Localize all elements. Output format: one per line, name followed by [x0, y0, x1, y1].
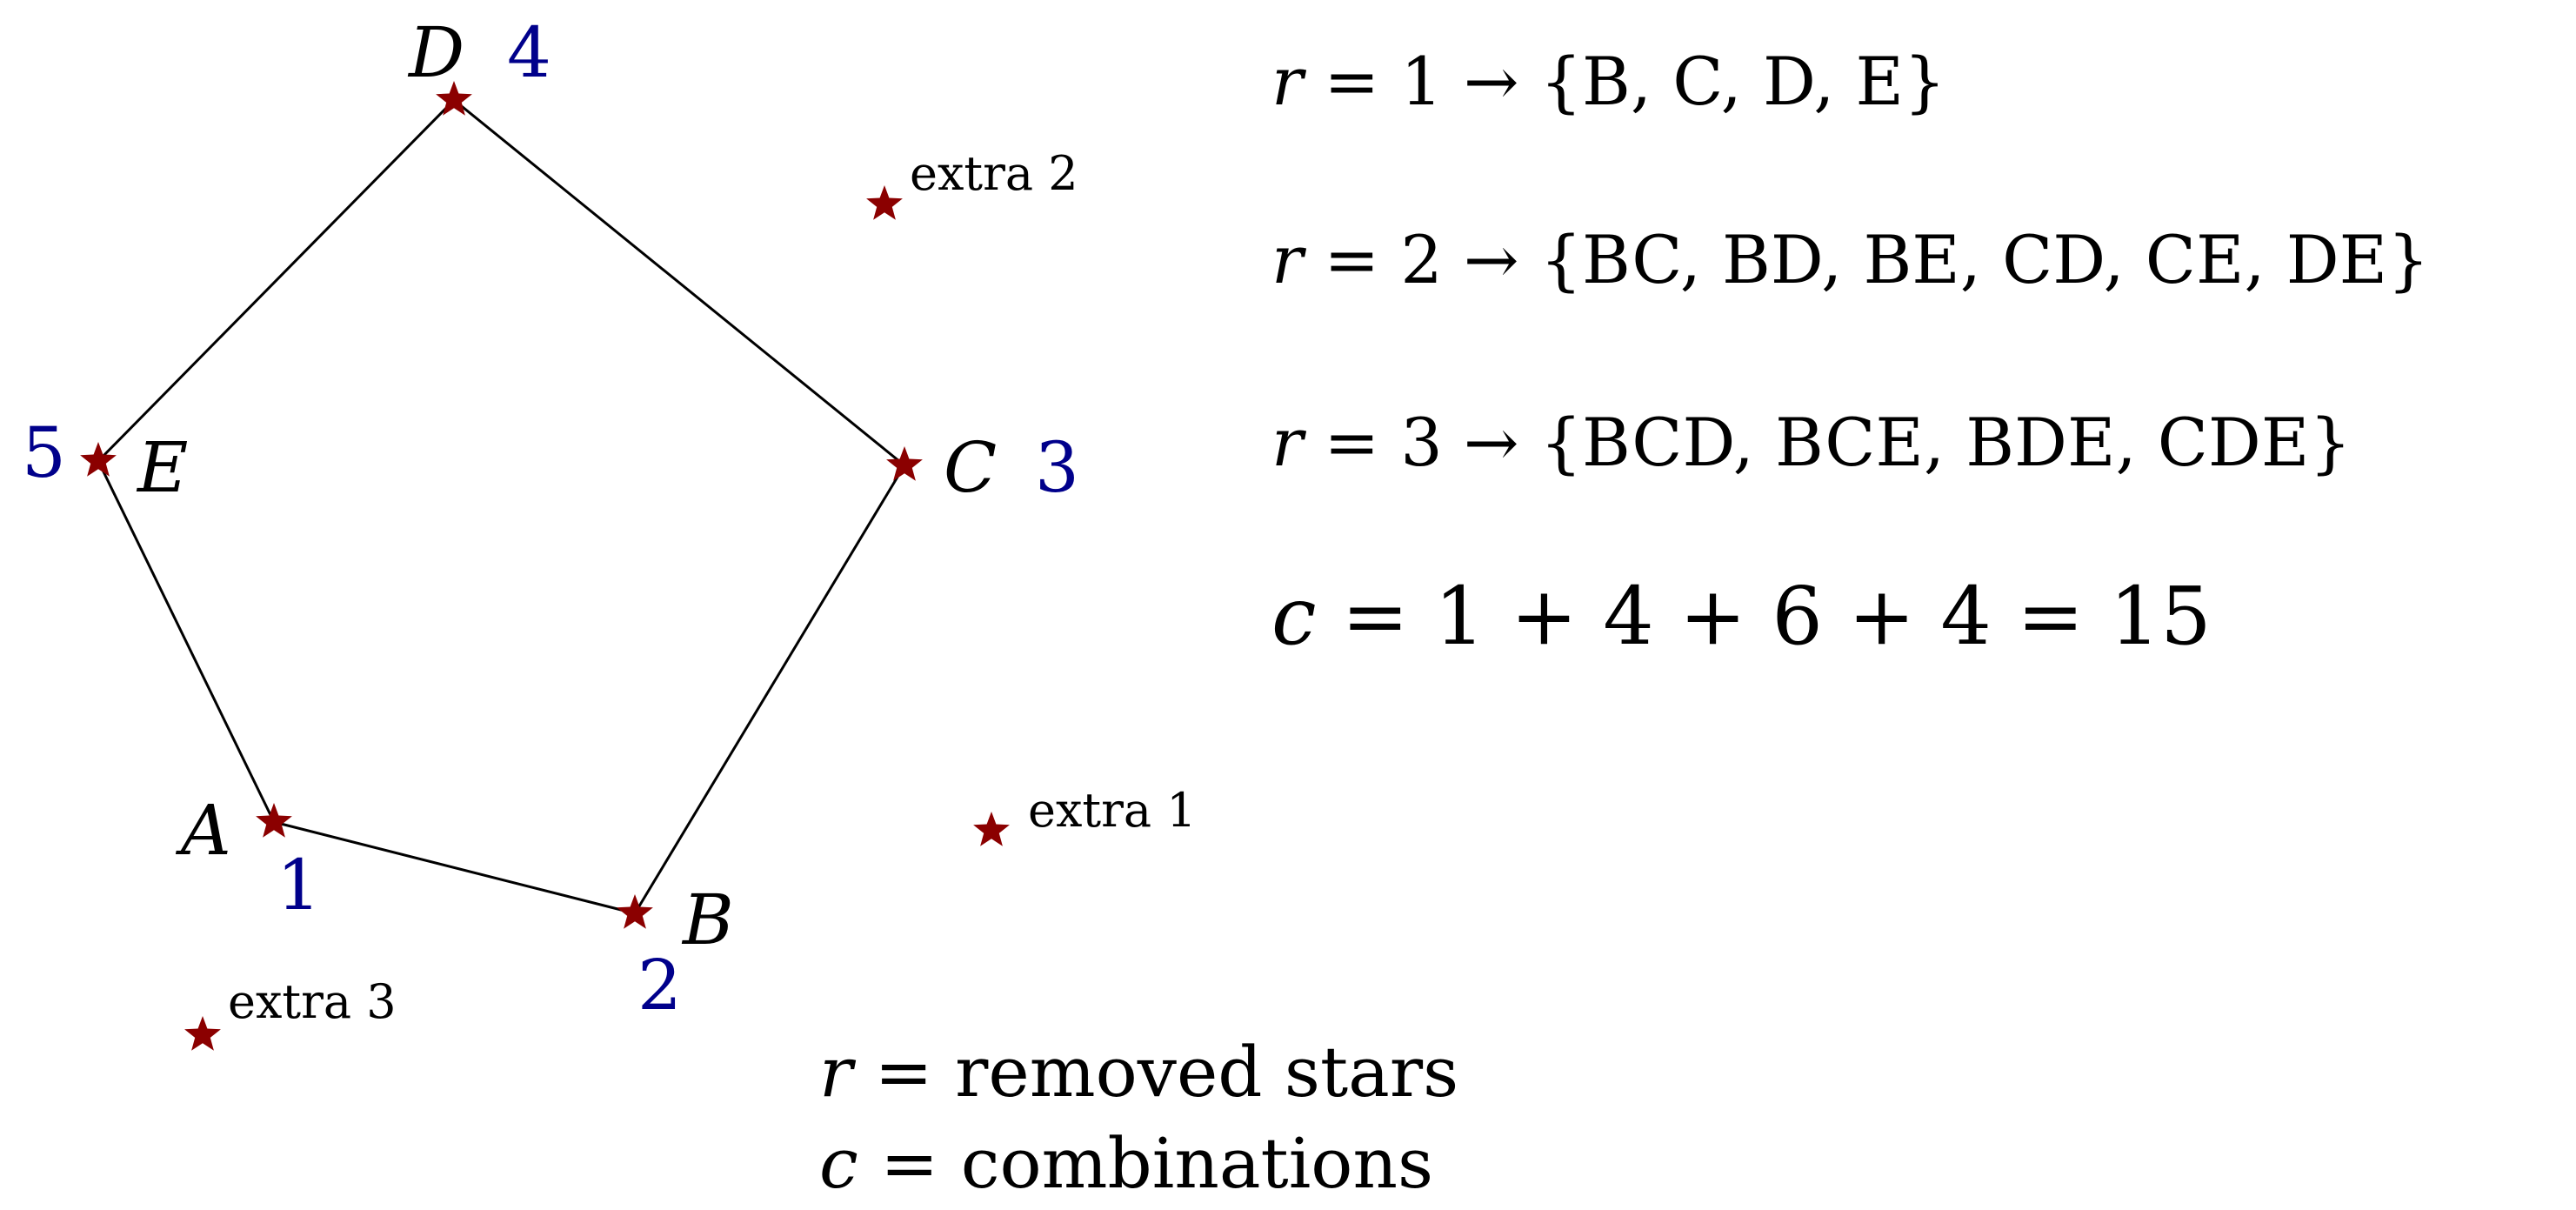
vertex-number-3: 3 — [1035, 427, 1079, 508]
vertex-number-5: 5 — [22, 412, 66, 493]
vertex-number-2: 2 — [637, 945, 682, 1026]
vertex-number-4: 4 — [507, 12, 551, 93]
edge-a-b — [273, 820, 636, 915]
vertex-label-e: E — [136, 427, 188, 508]
equation-r2: r = 2 → {BC, BD, BE, CD, CE, DE} — [1271, 221, 2430, 298]
star-markers — [80, 81, 1010, 1051]
star-a-icon — [256, 803, 292, 838]
edge-b-c — [633, 465, 906, 914]
extra-label-3: extra 3 — [228, 974, 397, 1029]
extra-label-2: extra 2 — [910, 146, 1078, 201]
star-extra-2-icon — [866, 185, 903, 220]
edge-d-e — [97, 98, 456, 463]
pentagon-edges — [97, 98, 906, 915]
star-b-icon — [617, 894, 653, 929]
edge-e-a — [97, 460, 276, 823]
vertex-label-c: C — [944, 427, 997, 508]
equation-r3: r = 3 → {BCD, BCE, BDE, CDE} — [1271, 404, 2352, 481]
vertex-label-d: D — [407, 12, 464, 93]
star-d-icon — [436, 81, 472, 116]
vertex-label-a: A — [175, 790, 231, 871]
vertex-label-b: B — [681, 879, 734, 960]
star-c-icon — [886, 446, 923, 481]
legend-combinations: c = combinations — [819, 1123, 1433, 1204]
equation-r1: r = 1 → {B, C, D, E} — [1271, 43, 1945, 120]
star-extra-3-icon — [184, 1016, 221, 1051]
equation-total: c = 1 + 4 + 6 + 4 = 15 — [1271, 570, 2212, 663]
star-extra-1-icon — [973, 812, 1010, 846]
vertex-number-1: 1 — [277, 845, 321, 926]
star-e-icon — [80, 442, 117, 477]
legend-removed-stars: r = removed stars — [819, 1032, 1458, 1113]
extra-label-1: extra 1 — [1028, 783, 1197, 838]
edge-c-d — [453, 98, 905, 467]
